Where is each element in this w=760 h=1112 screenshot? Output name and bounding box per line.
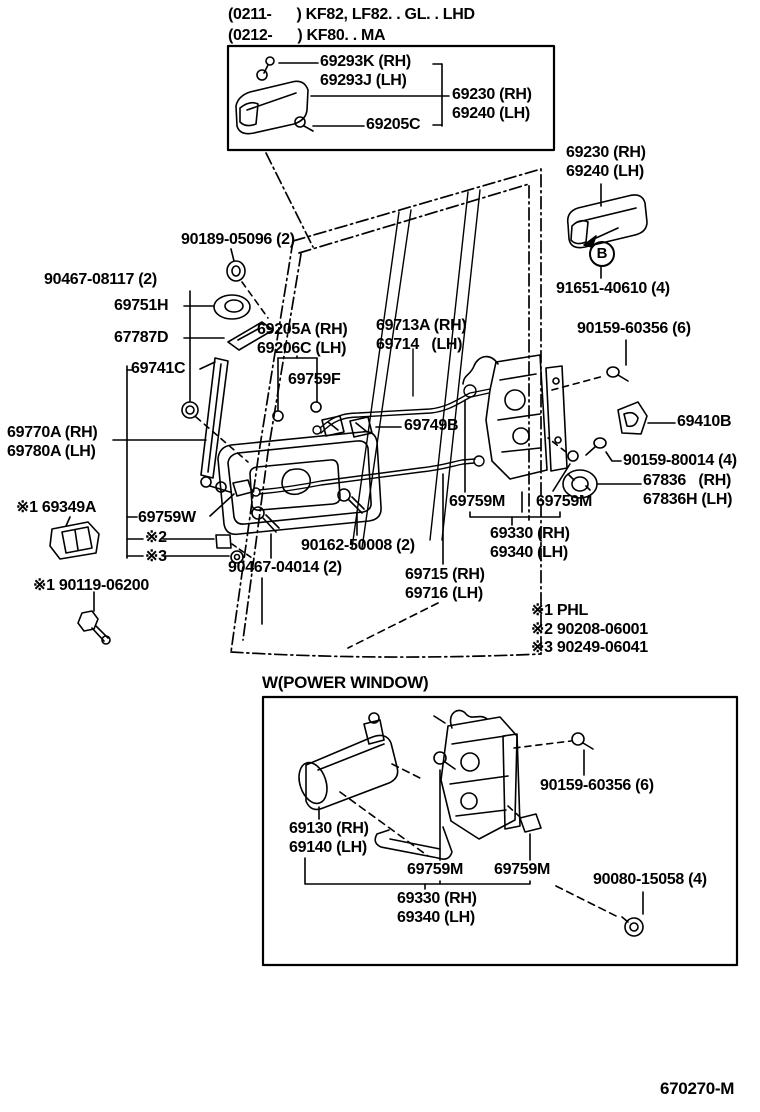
title-line-2: (0212- ) KF80. . MA xyxy=(228,27,386,44)
part-label-69330-main: 69330 (RH) 69340 (LH) xyxy=(490,525,570,561)
section-label-power-window: W(POWER WINDOW) xyxy=(262,673,429,692)
power-window-art xyxy=(298,709,644,937)
left-small-parts xyxy=(181,248,274,463)
top-box-handle-art xyxy=(235,56,450,135)
part-label-90467-08117: 90467-08117 (2) xyxy=(44,271,157,288)
part-label-90080: 90080-15058 (4) xyxy=(593,871,707,888)
part-label-69759F: 69759F xyxy=(288,371,341,388)
part-label-69330-pw: 69330 (RH) 69340 (LH) xyxy=(397,890,477,926)
bracket-69330-main xyxy=(469,491,561,526)
door-outline xyxy=(230,152,542,658)
inset-boxes xyxy=(226,44,739,967)
part-label-90189: 90189-05096 (2) xyxy=(181,231,295,248)
part-label-67787D: 67787D xyxy=(114,329,169,346)
part-label-90162: 90162-50008 (2) xyxy=(301,537,415,554)
part-label-69759M-1: 69759M xyxy=(449,493,506,510)
part-label-67836: 67836 (RH) 67836H (LH) xyxy=(643,472,733,508)
inside-handle-art xyxy=(217,355,382,536)
part-label-69759W: 69759W xyxy=(138,509,196,526)
part-label-69770A: 69770A (RH) 69780A (LH) xyxy=(7,424,98,460)
part-label-90159-80014: 90159-80014 (4) xyxy=(623,452,737,469)
part-label-69205C: 69205C xyxy=(366,116,421,133)
part-label-69230-box: 69230 (RH) 69240 (LH) xyxy=(452,86,532,122)
part-label-69410B: 69410B xyxy=(677,413,732,430)
lock-assembly-main xyxy=(462,354,605,493)
part-label-69759M-2: 69759M xyxy=(536,493,593,510)
part-label-69749B: 69749B xyxy=(404,417,459,434)
part-label-69751H: 69751H xyxy=(114,297,169,314)
ref-circle-B: B xyxy=(589,241,615,267)
doc-number: 670270-M xyxy=(660,1079,735,1098)
part-label-69715: 69715 (RH) 69716 (LH) xyxy=(405,566,485,602)
screws-mid xyxy=(251,473,444,649)
note-marker-3: ※3 xyxy=(145,548,167,565)
striker-and-bolt xyxy=(49,516,111,645)
note-marker-2: ※2 xyxy=(145,529,167,546)
part-label-69205A: 69205A (RH) 69206C (LH) xyxy=(257,321,348,357)
part-label-90159-60356-pw: 90159-60356 (6) xyxy=(540,777,654,794)
part-label-90119: ※1 90119-06200 xyxy=(33,577,149,594)
notes-block: ※1 PHL ※2 90208-06001 ※3 90249-06041 xyxy=(531,602,648,656)
part-label-69293: 69293K (RH) 69293J (LH) xyxy=(320,53,411,89)
part-label-69713A: 69713A (RH) 69714 (LH) xyxy=(376,317,467,353)
clips-69749B xyxy=(321,415,402,438)
part-label-69759M-3: 69759M xyxy=(407,861,464,878)
part-label-69741C: 69741C xyxy=(131,360,186,377)
part-label-69130: 69130 (RH) 69140 (LH) xyxy=(289,820,369,856)
link-rods xyxy=(251,348,491,497)
title-line-1: (0211- ) KF82, LF82. . GL. . LHD xyxy=(228,6,475,23)
part-label-90467-04014: 90467-04014 (2) xyxy=(228,559,342,576)
part-label-90159-60356: 90159-60356 (6) xyxy=(577,320,691,337)
part-label-91651: 91651-40610 (4) xyxy=(556,280,670,297)
right-small-parts xyxy=(562,339,676,499)
part-label-69759M-4: 69759M xyxy=(494,861,551,878)
bracket-69741C xyxy=(112,357,231,559)
part-label-69349A: ※1 69349A xyxy=(16,499,97,516)
part-label-69230-door: 69230 (RH) 69240 (LH) xyxy=(566,144,646,180)
